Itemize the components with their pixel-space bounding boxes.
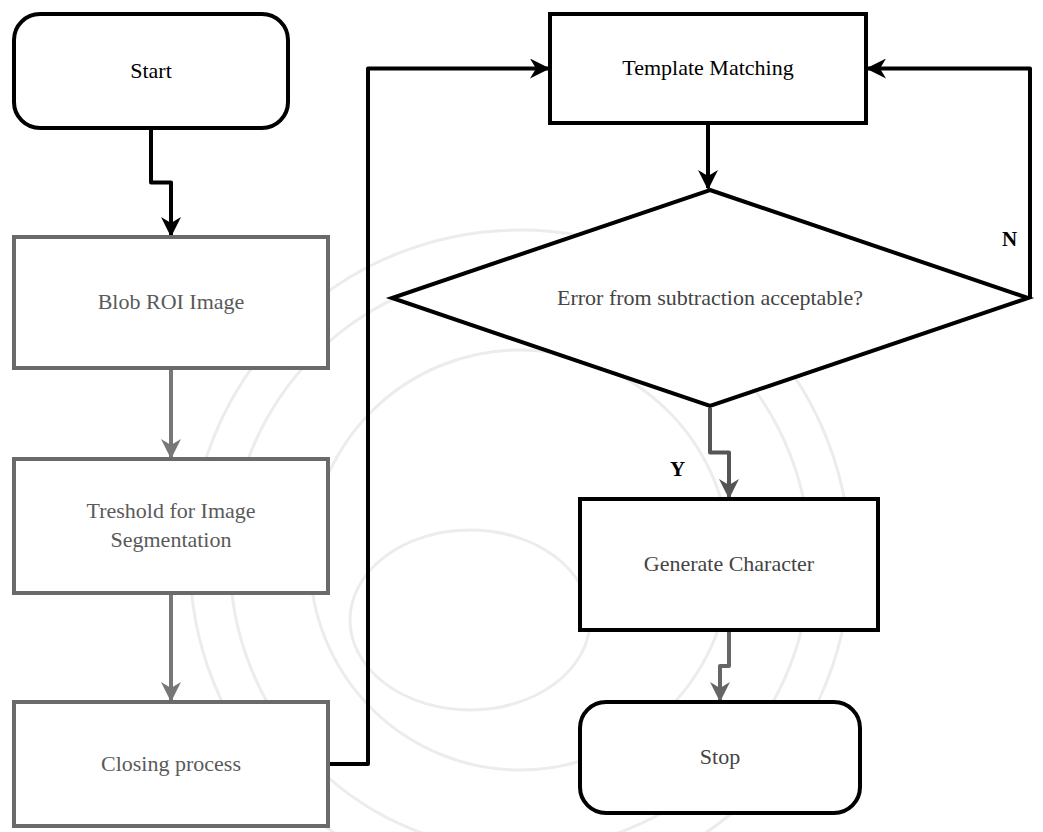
flow-arrow [169, 370, 173, 457]
node-label: Start [130, 57, 172, 86]
node-label: Treshold for Image Segmentation [32, 497, 310, 554]
process-box: Closing process [12, 700, 330, 828]
branch-label: Y [668, 458, 687, 481]
flow-arrow [330, 69, 548, 765]
terminal-box: Stop [578, 700, 862, 815]
flow-arrow [169, 595, 173, 700]
node-label: Error from subtraction acceptable? [557, 284, 863, 313]
process-box: Generate Character [578, 497, 880, 632]
node-label: Stop [700, 743, 740, 772]
flow-arrow [720, 632, 729, 700]
node-label: Template Matching [622, 54, 793, 83]
decision-diamond: Error from subtraction acceptable? [390, 188, 1030, 408]
process-box: Treshold for Image Segmentation [12, 457, 330, 595]
node-label: Generate Character [644, 550, 814, 579]
node-label: Blob ROI Image [98, 288, 245, 317]
process-box-outline [12, 457, 330, 595]
process-box: Template Matching [548, 12, 868, 125]
flow-arrow [151, 130, 171, 235]
flow-arrow [706, 125, 710, 188]
branch-label: N [1000, 228, 1019, 251]
process-box: Blob ROI Image [12, 235, 330, 370]
node-label: Closing process [101, 750, 241, 779]
flow-arrow [710, 408, 729, 497]
terminal-box: Start [12, 12, 290, 130]
